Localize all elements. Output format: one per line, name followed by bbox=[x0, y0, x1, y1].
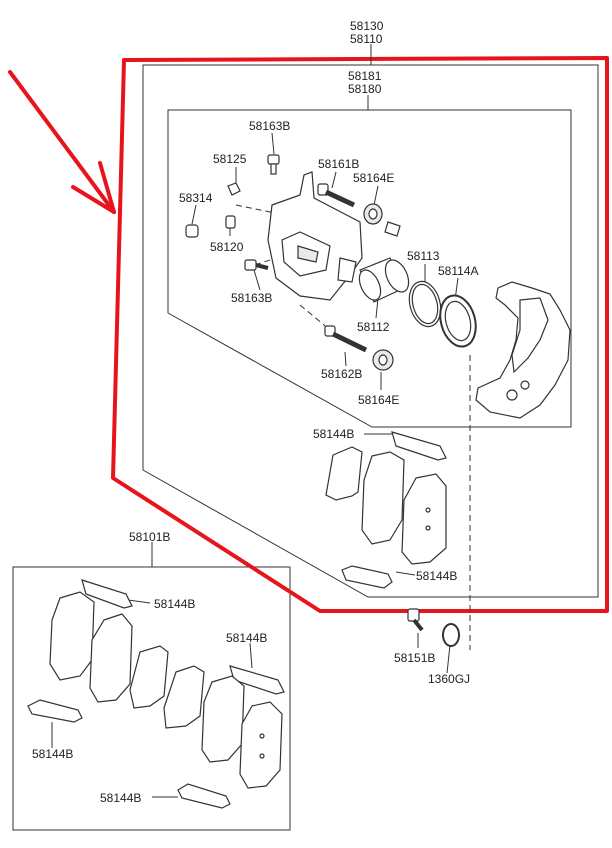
bleeder-part bbox=[225, 215, 236, 229]
red-highlight-outline bbox=[111, 56, 609, 613]
boot-lower-part bbox=[372, 349, 394, 371]
label-bleeder: 58120 bbox=[210, 240, 244, 254]
label-boot-lower: 58164E bbox=[358, 393, 399, 407]
label-bleeder-cap: 58125 bbox=[213, 152, 247, 166]
caliper-bracket bbox=[475, 281, 571, 419]
label-seal: 58113 bbox=[407, 249, 440, 263]
clip-part bbox=[185, 224, 199, 238]
label-washer: 1360GJ bbox=[428, 672, 470, 686]
label-caliper-assy-2: 58180 bbox=[348, 82, 382, 96]
piston-part bbox=[358, 257, 410, 303]
kit-pad-4-part bbox=[239, 701, 283, 789]
spring-part bbox=[384, 221, 401, 237]
kit-shim-1-part bbox=[81, 579, 133, 609]
kit-pad-3-part bbox=[201, 675, 245, 763]
label-pad-kit: 58101B bbox=[129, 530, 170, 544]
label-piston: 58112 bbox=[357, 320, 390, 334]
kit-plate-1-part bbox=[129, 645, 169, 709]
guide-pin-upper-part bbox=[317, 183, 356, 208]
boot-upper-part bbox=[363, 203, 383, 225]
label-guide-pin-upper: 58161B bbox=[318, 157, 359, 171]
caliper-body bbox=[267, 171, 363, 301]
kit-pad-2-part bbox=[89, 613, 133, 703]
label-hub-bolt: 58151B bbox=[394, 651, 435, 665]
shim-upper-part bbox=[391, 431, 447, 461]
caliper-assembly-frame bbox=[167, 109, 572, 428]
outer-assembly-frame bbox=[142, 64, 599, 598]
label-top-assy-2: 58110 bbox=[350, 32, 383, 46]
label-kit-shim-2: 58144B bbox=[226, 631, 267, 645]
label-boot-upper: 58164E bbox=[353, 171, 394, 185]
bleeder-cap-part bbox=[227, 182, 241, 196]
boot-piston-part bbox=[439, 294, 477, 348]
pad-shim-plate-part bbox=[325, 446, 363, 501]
label-kit-shim-1: 58144B bbox=[154, 597, 195, 611]
kit-pad-1-part bbox=[49, 591, 95, 681]
label-top-assy-1: 58130 bbox=[350, 19, 384, 33]
label-kit-shim-3: 58144B bbox=[32, 747, 73, 761]
label-boot-piston: 58114A bbox=[438, 264, 478, 278]
red-arrow-icon bbox=[8, 70, 116, 214]
hub-bolt-part bbox=[407, 608, 424, 632]
inner-pad-part bbox=[361, 451, 405, 545]
seal-part bbox=[408, 280, 442, 328]
kit-plate-2-part bbox=[163, 665, 205, 729]
label-guide-pin-lower: 58162B bbox=[321, 367, 362, 381]
label-kit-shim-4: 58144B bbox=[100, 791, 141, 805]
label-shim-top: 58144B bbox=[313, 427, 354, 441]
washer-part bbox=[442, 623, 460, 647]
label-caliper-assy-1: 58181 bbox=[348, 69, 382, 83]
kit-shim-3-part bbox=[27, 699, 83, 723]
label-clip: 58314 bbox=[179, 191, 213, 205]
bolt-lower-part bbox=[244, 259, 269, 271]
kit-shim-4-part bbox=[177, 783, 231, 809]
label-bolt-lower: 58163B bbox=[231, 291, 272, 305]
outer-pad-part bbox=[401, 473, 447, 565]
shim-lower-part bbox=[341, 565, 393, 589]
bolt-upper-part bbox=[267, 154, 280, 175]
label-bolt-upper: 58163B bbox=[249, 119, 290, 133]
label-shim-bottom: 58144B bbox=[416, 569, 457, 583]
guide-pin-lower-part bbox=[324, 325, 368, 353]
